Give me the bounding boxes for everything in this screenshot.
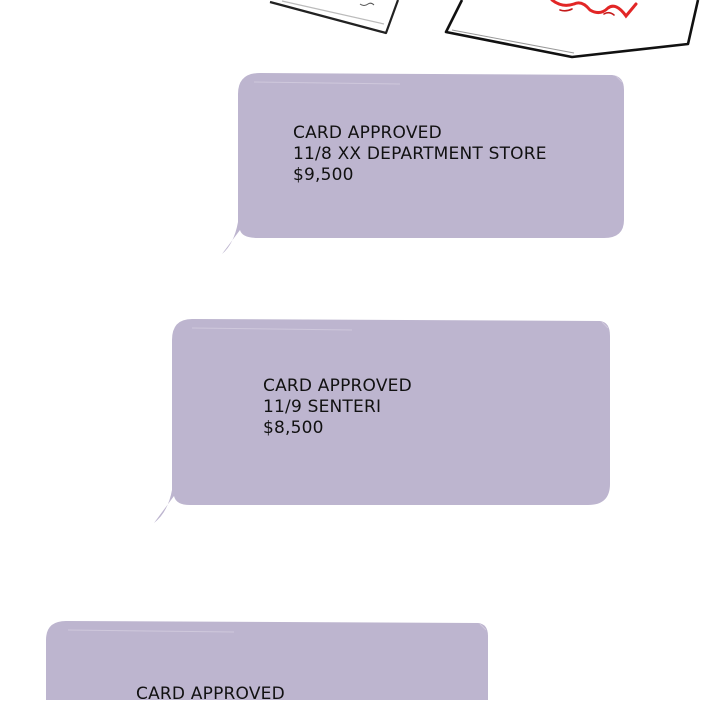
transaction-amount: $9,500 xyxy=(293,165,354,185)
approval-status: CARD APPROVED xyxy=(263,376,412,396)
comic-panel-fragment xyxy=(268,0,700,59)
approval-status: CARD APPROVED xyxy=(293,123,442,143)
bubble-shape xyxy=(46,621,488,700)
message-text: CARD APPROVED 11/8 XX DEPARTMENT STORE $… xyxy=(293,123,547,186)
message-bubble: CARD APPROVED 11/9 SENTERI $8,500 xyxy=(152,318,612,524)
message-bubble: CARD APPROVED 11/8 XX DEPARTMENT STORE $… xyxy=(220,72,626,256)
bubble-shape xyxy=(222,73,624,254)
transaction-amount: $8,500 xyxy=(263,418,324,438)
transaction-detail: 11/9 SENTERI xyxy=(263,397,382,417)
transaction-detail: 11/8 XX DEPARTMENT STORE xyxy=(293,144,547,164)
bubble-shape xyxy=(154,319,610,523)
message-bubble: CARD APPROVED xyxy=(44,620,490,704)
message-text: CARD APPROVED xyxy=(136,684,285,705)
approval-status: CARD APPROVED xyxy=(136,684,285,704)
message-text: CARD APPROVED 11/9 SENTERI $8,500 xyxy=(263,376,412,439)
